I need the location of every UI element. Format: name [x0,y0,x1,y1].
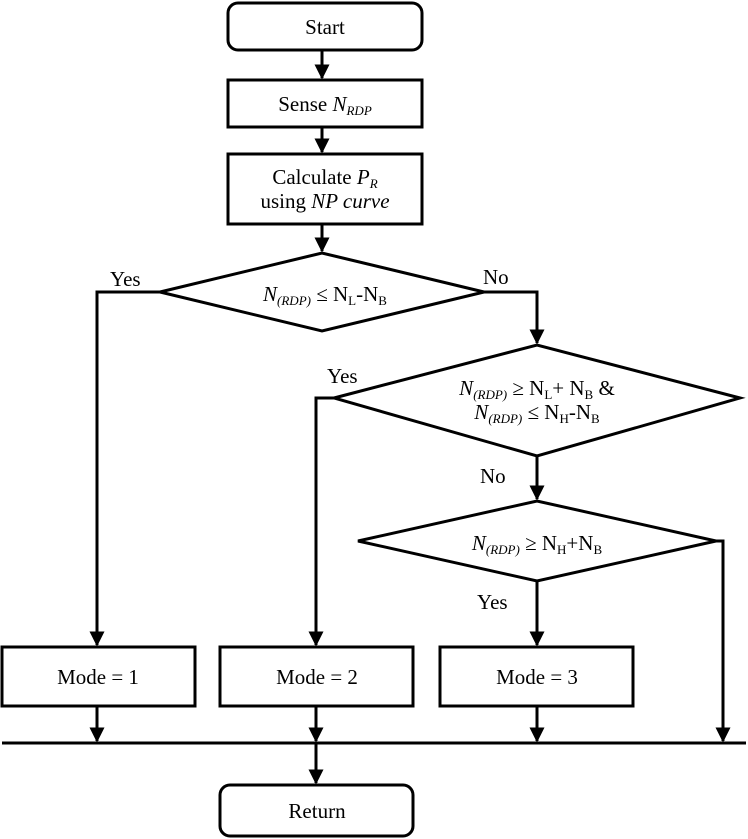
d2-l1-op: ≥ N [507,375,545,400]
sense-sub: RDP [346,102,372,118]
decision-2-no-label: No [480,464,506,488]
d2-l2-sub-b: B [591,411,600,426]
decision-3-yes-label: Yes [477,590,508,614]
d3-mid: +N [566,530,594,555]
d2-l2-sub-h: H [559,411,569,426]
decision-2-diamond [328,343,746,458]
decision-2-yes-label: Yes [327,364,358,388]
d1-sub-l: L [348,292,357,308]
mode-2-label: Mode = 2 [276,664,358,689]
decision-1-no-label: No [483,265,509,289]
d2-l1-mid: + N [552,375,585,400]
start-label: Start [305,14,345,39]
decision-2-yes-path [308,396,334,647]
decision-2-line-1: N(RDP) ≥ NL+ NB & [459,375,615,402]
d2-l1-sub: (RDP) [473,386,508,402]
decision-3-no-path [715,539,731,743]
d2-l1-tail: & [593,375,615,400]
sense-box [226,78,424,129]
d1-var: N [263,281,278,306]
d2-l2-op: ≤ N [522,400,560,424]
d1-op: ≤ N [310,281,349,306]
d1-sub-b: B [378,292,387,308]
sense-label: Sense NRDP [278,91,372,118]
sense-prefix: Sense [278,91,333,116]
calculate-label: Calculate PR using NP curve [260,165,389,213]
decision-1-yes-path [89,290,160,647]
calculate-curve: NP curve [311,189,390,213]
d3-var: N [471,530,486,555]
calculate-box [226,152,424,226]
return-label: Return [288,798,346,823]
calculate-sub: R [369,175,378,191]
sense-var: N [332,91,347,116]
decision-2-line-2: N(RDP) ≤ NH-NB [459,400,615,426]
d2-l2-sub: (RDP) [488,411,523,426]
mode-3-box [438,645,635,708]
calculate-line-2: using NP curve [260,189,389,213]
calculate-var: P [356,164,370,189]
d2-l2-var: N [474,400,489,424]
mode-3-label: Mode = 3 [496,664,578,689]
d1-var-sub: (RDP) [277,292,311,308]
calculate-prefix: Calculate [272,164,357,189]
d2-l2-mid: -N [568,400,592,424]
start-terminal [226,1,424,52]
mode-2-box [218,645,415,708]
decision-3-condition: N(RDP) ≥ NH+NB [471,530,603,557]
calculate-using: using [260,189,312,213]
return-terminal [218,783,415,838]
calculate-line-1: Calculate PR [260,164,389,191]
d3-var-sub: (RDP) [485,541,520,557]
d2-l1-var: N [459,375,474,400]
mode-1-label: Mode = 1 [57,664,139,689]
decision-1-no-path [484,290,545,345]
decision-1-condition: N(RDP) ≤ NL-NB [263,281,387,308]
decision-2-condition: N(RDP) ≥ NL+ NB & N(RDP) ≤ NH-NB [459,375,615,426]
d2-l1-sub-l: L [544,386,553,402]
d2-l1-sub-b: B [584,386,594,402]
d3-sub-b: B [593,541,603,557]
d3-op: ≥ N [519,530,558,555]
decision-1-yes-label: Yes [110,267,141,291]
d1-mid: -N [356,281,379,306]
d3-sub-h: H [557,541,567,557]
